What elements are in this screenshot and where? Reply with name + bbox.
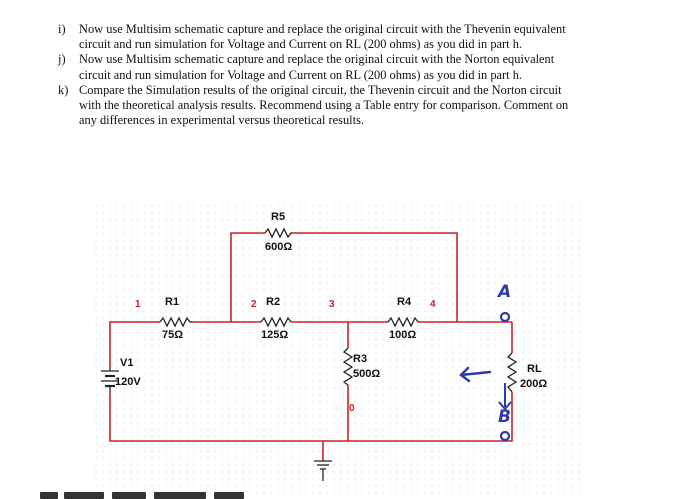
resistor-r5-symbol [264, 227, 293, 239]
wire [293, 232, 458, 322]
wire [109, 321, 160, 367]
terminal-b-marker-icon [499, 430, 511, 442]
r3-value-label: 500Ω [353, 368, 380, 380]
terminal-a-label: A [496, 282, 511, 302]
grid-background [95, 205, 585, 495]
r5-value-label: 600Ω [265, 241, 292, 253]
v1-value-label: 120V [115, 376, 141, 388]
instruction-text: circuit and run simulation for Voltage a… [79, 37, 523, 52]
circuit-schematic: R1 75Ω R2 125Ω R4 100Ω R5 600Ω R3 500Ω R… [95, 205, 585, 495]
ground-icon [314, 460, 332, 481]
r2-value-label: 125Ω [261, 329, 288, 341]
node-2-label: 2 [251, 299, 257, 310]
instruction-text: Now use Multisim schematic capture and r… [79, 22, 566, 36]
r2-name-label: R2 [266, 296, 280, 308]
node-4-label: 4 [430, 299, 436, 310]
r4-name-label: R4 [397, 296, 412, 308]
arrow-left-icon [459, 366, 492, 383]
instructions-list: i) Now use Multisim schematic capture an… [58, 22, 678, 128]
instruction-item-i: i) Now use Multisim schematic capture an… [58, 22, 678, 52]
r4-value-label: 100Ω [389, 329, 416, 341]
v1-name-label: V1 [120, 357, 133, 369]
wire [109, 392, 513, 442]
battery-v1-symbol [101, 367, 119, 393]
instruction-text: circuit and run simulation for Voltage a… [79, 67, 523, 82]
instruction-text: Now use Multisim schematic capture and r… [79, 52, 555, 67]
instruction-marker: j) [58, 52, 66, 67]
resistor-r1-symbol [159, 316, 193, 328]
terminal-a-marker-icon [499, 311, 511, 323]
instruction-text: Compare the Simulation results of the or… [79, 82, 562, 97]
cropped-text-fragment [40, 492, 300, 499]
rl-name-label: RL [527, 363, 542, 375]
node-1-label: 1 [135, 299, 141, 310]
resistor-r3-symbol [342, 347, 354, 386]
instruction-marker: k) [58, 82, 69, 97]
r5-name-label: R5 [271, 211, 285, 223]
schematic-canvas: R1 75Ω R2 125Ω R4 100Ω R5 600Ω R3 500Ω R… [95, 205, 585, 495]
resistor-rl-symbol [506, 352, 518, 393]
instruction-marker: i) [58, 22, 66, 36]
node-3-label: 3 [329, 299, 335, 310]
node-0-label: 0 [349, 403, 355, 414]
wires [109, 232, 513, 461]
terminal-b-label: B [498, 407, 511, 427]
instruction-text: any differences in experimental versus t… [79, 113, 364, 128]
resistor-r2-symbol [260, 316, 292, 328]
r1-name-label: R1 [165, 296, 179, 308]
instruction-item-j: j) Now use Multisim schematic capture an… [58, 52, 678, 82]
wire [230, 232, 265, 322]
resistor-r4-symbol [387, 316, 419, 328]
r1-value-label: 75Ω [162, 329, 183, 341]
instruction-text: with the theoretical analysis results. R… [79, 98, 569, 113]
arrow-head [498, 401, 512, 411]
rl-value-label: 200Ω [520, 378, 547, 390]
resistors [159, 227, 518, 393]
r3-name-label: R3 [353, 353, 367, 365]
instruction-item-k: k) Compare the Simulation results of the… [58, 83, 678, 129]
